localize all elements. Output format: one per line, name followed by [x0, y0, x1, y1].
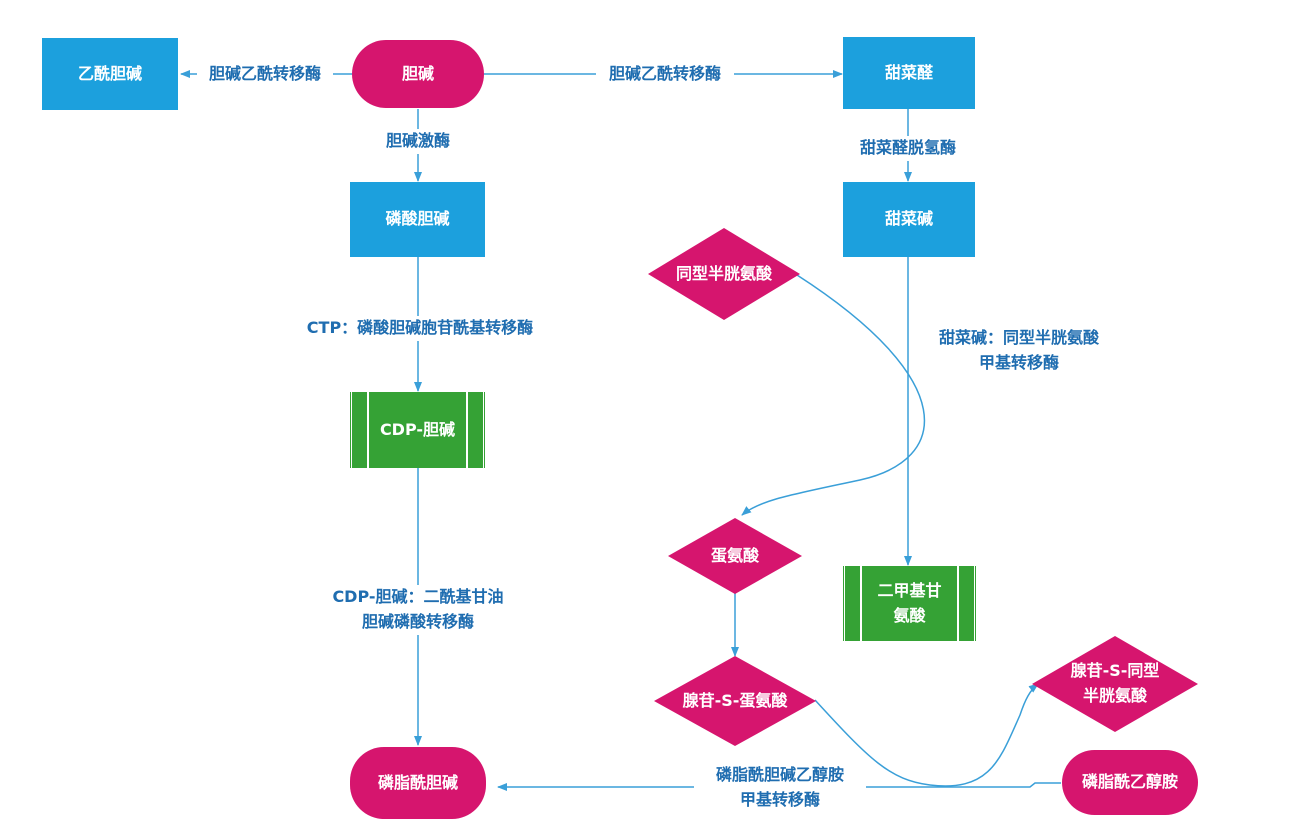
node-phosphatidylethanolamine: 磷脂酰乙醇胺: [1062, 750, 1198, 815]
edge-label-choline-acetyltransferase-left: 胆碱乙酰转移酶: [197, 62, 333, 87]
edge-label-choline-kinase: 胆碱激酶: [368, 129, 468, 154]
node-betaine-label: 甜菜碱: [884, 209, 933, 229]
edge-label-cdp-choline-cholinephosphotransferase: CDP-胆碱：二酰基甘油 胆碱磷酸转移酶: [312, 585, 524, 635]
node-phosphocholine-label: 磷酸胆碱: [385, 209, 450, 229]
node-homocysteine: 同型半胱氨酸: [648, 228, 800, 320]
process-bar-left: [860, 566, 862, 641]
node-homocysteine-label: 同型半胱氨酸: [675, 263, 772, 283]
node-phosphatidylethanolamine-label: 磷脂酰乙醇胺: [1081, 772, 1178, 792]
node-phosphocholine: 磷酸胆碱: [350, 182, 485, 257]
edge-label-ctp-phosphocholine-cytidylyltransferase: CTP：磷酸胆碱胞苷酰基转移酶: [280, 316, 560, 341]
node-sah: 腺苷-S-同型 半胱氨酸: [1032, 636, 1198, 732]
node-cdp-choline-label: CDP-胆碱: [379, 419, 456, 439]
node-sam: 腺苷-S-蛋氨酸: [654, 656, 816, 746]
node-choline: 胆碱: [352, 40, 484, 108]
edge-label-betaine-aldehyde-dehydrogenase: 甜菜醛脱氢酶: [838, 136, 978, 161]
node-dimethylglycine: 二甲基甘 氨酸: [842, 566, 977, 641]
node-sam-label: 腺苷-S-蛋氨酸: [682, 690, 788, 710]
edge-label-choline-acetyltransferase-right: 胆碱乙酰转移酶: [596, 62, 734, 87]
node-choline-label: 胆碱: [401, 63, 434, 83]
node-cdp-choline: CDP-胆碱: [349, 392, 486, 468]
node-phosphatidylcholine: 磷脂酰胆碱: [350, 747, 486, 819]
edge-label-pemt: 磷脂酰胆碱乙醇胺 甲基转移酶: [694, 763, 866, 813]
node-phosphatidylcholine-label: 磷脂酰胆碱: [377, 772, 458, 792]
node-dimethylglycine-label: 二甲基甘 氨酸: [877, 580, 942, 625]
node-betaine-aldehyde: 甜菜醛: [843, 37, 975, 109]
edge-label-betaine-homocysteine-methyltransferase: 甜菜碱：同型半胱氨酸 甲基转移酶: [914, 326, 1124, 376]
node-acetylcholine-label: 乙酰胆碱: [77, 63, 142, 83]
node-sah-label: 腺苷-S-同型 半胱氨酸: [1070, 661, 1160, 705]
process-bar-right: [466, 392, 468, 468]
process-bar-right: [957, 566, 959, 641]
process-bar-left: [367, 392, 369, 468]
node-betaine: 甜菜碱: [843, 182, 975, 257]
node-methionine-label: 蛋氨酸: [710, 545, 759, 565]
edge-sam-to-sah: [814, 683, 1039, 787]
node-methionine: 蛋氨酸: [668, 518, 802, 594]
node-betaine-aldehyde-label: 甜菜醛: [884, 62, 933, 82]
node-acetylcholine: 乙酰胆碱: [42, 38, 178, 110]
edge-homocysteine-to-methionine: [741, 274, 926, 516]
